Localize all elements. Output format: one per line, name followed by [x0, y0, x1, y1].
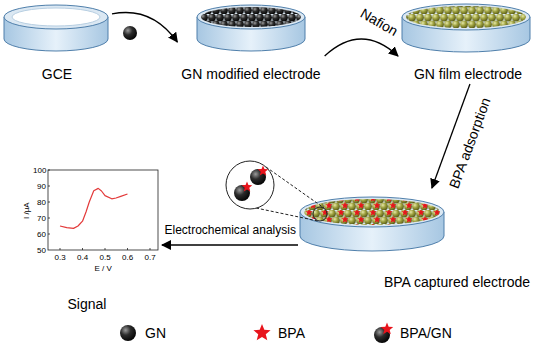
signal-chart [48, 170, 158, 250]
tick-label: 70 [37, 214, 46, 223]
electrode-dish [402, 4, 530, 52]
tick-label: 0.3 [55, 253, 66, 262]
electrode-node: BPA captured electrode [298, 188, 538, 292]
node-label: GN film electrode [414, 66, 522, 83]
flow-arrow [162, 244, 298, 245]
electrode-node: GN modified electrode [177, 2, 324, 84]
node-label: GCE [42, 66, 72, 83]
tick-label: 0.6 [122, 253, 133, 262]
tick-label: 0.4 [77, 253, 88, 262]
tick-label: 50 [37, 246, 46, 255]
tick-label: 100 [33, 166, 46, 175]
node-label: BPA captured electrode [384, 274, 530, 291]
gn-particle [123, 26, 137, 40]
legend-label: BPA [278, 325, 305, 341]
tick-label: 80 [37, 198, 46, 207]
electrode-dish [300, 197, 444, 251]
electrode-dish [197, 5, 305, 51]
electrode-node: GCE [2, 2, 112, 84]
axis-label: I /μA [21, 202, 30, 219]
arrow-label: Electrochemical analysis [165, 224, 296, 238]
tick-label: 0.7 [145, 253, 156, 262]
legend-gn-symbol [120, 325, 136, 341]
node-label: GN modified electrode [181, 66, 320, 83]
legend-label: GN [145, 325, 166, 341]
legend-label: BPA/GN [400, 325, 452, 341]
arrow-label: Nafion [357, 5, 400, 39]
tick-label: 0.5 [100, 253, 111, 262]
axis-label: E / V [95, 264, 112, 273]
tick-label: 60 [37, 230, 46, 239]
node-label: Signal [68, 296, 107, 313]
arrow-label: BPA adsorption [446, 95, 494, 190]
electrode-dish [4, 5, 108, 51]
tick-label: 90 [37, 182, 46, 191]
signal-node: Signal [12, 160, 162, 314]
flow-arrow [112, 13, 177, 42]
electrode-node: GN film electrode [398, 2, 538, 84]
flow-arrow [325, 39, 398, 56]
legend-bpa-gn-symbol [374, 323, 393, 344]
legend-bpa-symbol [253, 324, 270, 340]
zoom-callout [226, 161, 327, 221]
